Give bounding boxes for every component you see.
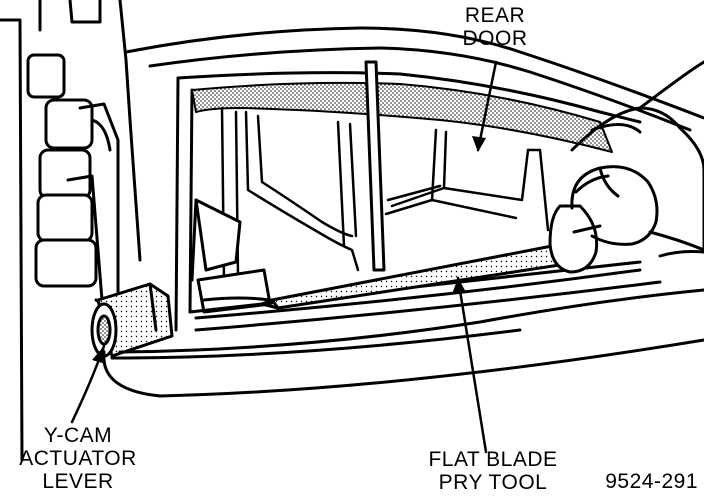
pry-tool-leader: [456, 276, 488, 454]
door-inner-bracket: [220, 106, 550, 282]
pry-tool-arrowhead: [452, 278, 466, 294]
y-cam-actuator-lever: [90, 282, 174, 358]
callout-leaders: [70, 60, 498, 454]
pry-tool-label-line2: PRY TOOL: [438, 471, 548, 494]
door-center-post: [364, 60, 386, 272]
pry-tool-label: FLAT BLADE PRY TOOL: [418, 448, 568, 494]
rear-door-arrowhead: [472, 136, 486, 152]
y-cam-arrowhead: [92, 346, 106, 364]
door-sill: [102, 288, 704, 398]
rear-door-outer-frame: [124, 26, 704, 332]
rear-door-label: REAR DOOR: [440, 4, 550, 50]
rear-door-leader: [476, 60, 498, 152]
y-cam-label: Y-CAM ACTUATOR LEVER: [18, 424, 138, 493]
callout-arrowheads: [92, 136, 486, 364]
y-cam-label-line3: LEVER: [42, 470, 114, 493]
door-weatherstrip: [191, 81, 613, 153]
flat-blade-pry-tool: [260, 204, 602, 310]
y-cam-label-line2: ACTUATOR: [19, 447, 137, 470]
rear-door-label-line2: DOOR: [462, 27, 528, 50]
hand-illustration: [570, 60, 704, 258]
hinge-column: [0, 0, 142, 462]
y-cam-label-line1: Y-CAM: [43, 424, 113, 447]
pry-tool-label-line1: FLAT BLADE: [428, 448, 558, 471]
rear-door-label-line1: REAR: [464, 4, 526, 27]
figure-code: 9524-291: [605, 470, 698, 493]
